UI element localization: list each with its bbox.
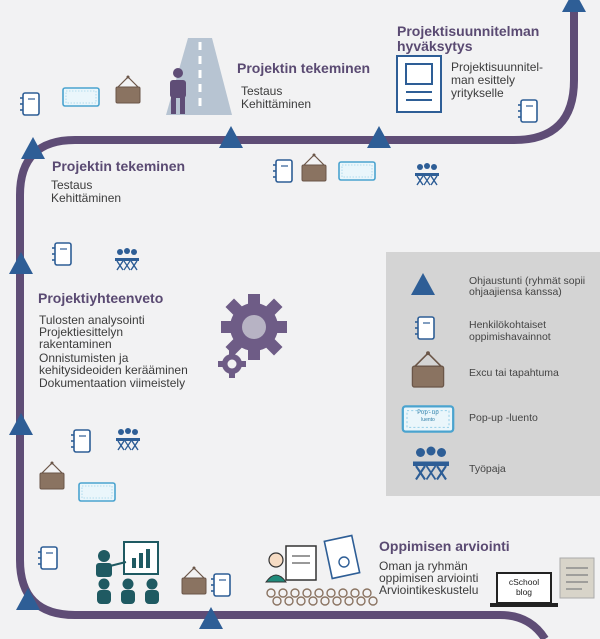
workshop-icon	[414, 162, 440, 186]
notebook-icon	[272, 159, 293, 183]
summary-body-line1: Tulosten analysointi	[39, 313, 145, 327]
approval-body-line1: Projektisuunnitel-	[451, 60, 544, 74]
assessment-body-line1: Oman ja ryhmän	[379, 559, 468, 573]
workshop-icon	[114, 247, 140, 271]
certificate-icon	[323, 534, 361, 580]
laptop-screen-line2: blog	[515, 587, 533, 597]
notebook-icon	[517, 99, 538, 123]
popup-lecture-icon	[62, 87, 100, 107]
popup-card-line1: Pop-up	[417, 409, 439, 416]
legend-label-event: Excu tai tapahtuma	[469, 367, 559, 379]
signboard-icon	[181, 565, 207, 595]
approval-body-line2: man esittely	[451, 73, 516, 87]
summary-body-line3: rakentaminen	[39, 337, 112, 351]
document-icon	[396, 55, 442, 113]
legend-notebook-icon	[414, 316, 435, 340]
notebook-icon	[51, 242, 72, 266]
project-mid-body-line2: Kehittäminen	[51, 191, 122, 205]
paper-stack-icon	[559, 557, 595, 599]
assessment-body-line3: Arviointikeskustelu	[379, 583, 479, 597]
legend-workshop-icon	[411, 445, 451, 481]
project-top-title: Projektin tekeminen	[237, 60, 371, 76]
notebook-icon	[210, 573, 231, 597]
assessment-body-line2: oppimisen arviointi	[379, 571, 479, 585]
presentation-icon	[96, 541, 159, 604]
guidance-session-triangle-icon	[9, 413, 33, 435]
approval-title-line2: hyväksytys	[397, 38, 473, 54]
approval-body-line3: yritykselle	[451, 86, 504, 100]
signboard-icon	[301, 152, 327, 182]
workshop-icon	[115, 427, 141, 451]
project-top-body-line1: Testaus	[241, 84, 283, 98]
project-top-body-line2: Kehittäminen	[241, 97, 312, 111]
assessment-title: Oppimisen arviointi	[379, 538, 510, 554]
legend-triangle-icon	[411, 273, 435, 295]
notebook-icon	[19, 92, 40, 116]
popup-lecture-icon	[338, 161, 376, 181]
summary-body-line2: Projektiesittelyn	[39, 325, 124, 339]
summary-body-line6: Dokumentaation viimeistely	[39, 376, 186, 390]
signboard-icon	[39, 460, 65, 490]
person-icon	[170, 68, 186, 114]
legend-label-guidance-line1: Ohjaustunti (ryhmät sopii	[469, 275, 586, 287]
project-mid-title: Projektin tekeminen	[52, 158, 186, 174]
summary-body-line5: kehitysideoiden kerääminen	[39, 363, 188, 377]
legend-label-guidance-line2: ohjaajiensa kanssa)	[469, 286, 562, 298]
legend-label-popup: Pop-up -luento	[469, 412, 538, 424]
legend-label-workshop: Työpaja	[469, 463, 506, 475]
guidance-session-triangle-icon	[562, 0, 586, 12]
audience-icon	[266, 588, 378, 606]
notebook-icon	[70, 429, 91, 453]
signboard-icon	[115, 74, 141, 104]
project-mid-body-line1: Testaus	[51, 178, 93, 192]
approval-title-line1: Projektisuunnitelman	[397, 23, 540, 39]
teacher-board-icon	[265, 545, 317, 583]
laptop-screen-line1: cSchool	[508, 577, 540, 587]
popup-card-line2: luento	[421, 417, 435, 423]
popup-lecture-icon	[78, 482, 116, 502]
legend-label-notebook-line1: Henkilökohtaiset	[469, 319, 547, 331]
small-gear-icon	[218, 350, 246, 378]
legend-label-notebook-line2: oppimishavainnot	[469, 331, 551, 343]
summary-body-line4: Onnistumisten ja	[39, 351, 129, 365]
laptop-icon	[490, 572, 558, 607]
gear-icon	[221, 294, 287, 360]
legend-signboard-icon	[411, 350, 445, 388]
summary-title: Projektiyhteenveto	[38, 290, 164, 306]
learning-path-line	[16, 0, 578, 639]
guidance-session-triangle-icon	[9, 252, 33, 274]
notebook-icon	[37, 546, 58, 570]
